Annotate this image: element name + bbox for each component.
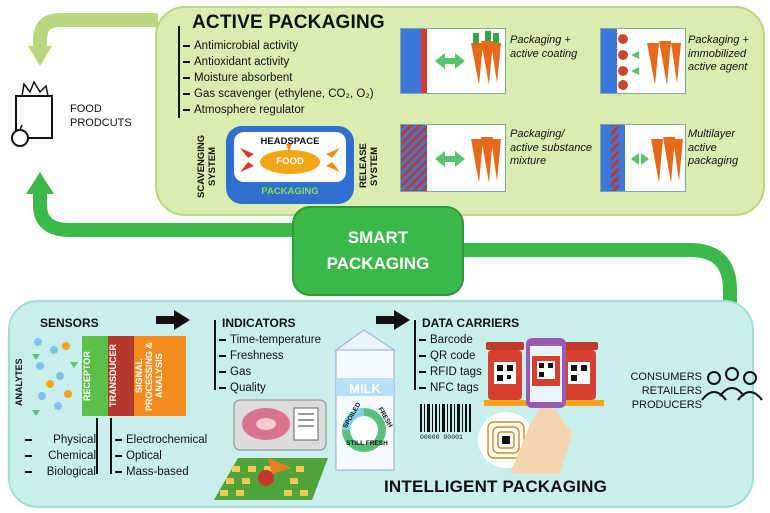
receptor-block bbox=[82, 336, 108, 416]
milk-still-fresh: STILL FRESH bbox=[346, 440, 388, 447]
signal-block bbox=[134, 336, 186, 416]
indicators-title: INDICATORS bbox=[222, 316, 296, 330]
active-coating-thumb bbox=[400, 28, 506, 94]
signal-label: SIGNAL PROCESSING & ANALYSIS bbox=[134, 341, 164, 411]
scavenge-arrows bbox=[240, 144, 340, 172]
arrow-right-icon bbox=[156, 310, 190, 330]
sensor-type: Optical bbox=[115, 448, 218, 464]
smart-packaging-box: SMART PACKAGING bbox=[292, 206, 464, 296]
indicator-item: Gas bbox=[219, 364, 352, 380]
headspace-label: HEADSPACE bbox=[260, 136, 320, 147]
indicator-item: Freshness bbox=[219, 348, 352, 364]
stakeholder-item: PRODUCERS bbox=[631, 399, 702, 411]
jars-phone-icon bbox=[484, 338, 604, 474]
packaging-label: PACKAGING bbox=[261, 186, 319, 197]
data-carriers-title: DATA CARRIERS bbox=[422, 316, 520, 330]
smart-line-1: SMART bbox=[347, 228, 409, 247]
sensors-title: SENSORS bbox=[40, 316, 99, 330]
smart-line-2: PACKAGING bbox=[326, 254, 430, 273]
barcode-icon bbox=[420, 404, 471, 432]
milk-carton-icon bbox=[334, 329, 396, 471]
active-type-label: Packaging + active coating bbox=[510, 34, 578, 60]
food-products: FOOD PRODCUTS bbox=[6, 78, 146, 158]
carrier-item: Barcode bbox=[419, 332, 512, 348]
active-packaging-title: ACTIVE PACKAGING bbox=[192, 12, 385, 33]
analyte-particles bbox=[32, 338, 78, 416]
active-type-label: Multilayer active packaging bbox=[688, 128, 739, 167]
arrow-right-icon bbox=[376, 310, 410, 330]
active-item: Antioxidant activity bbox=[183, 54, 406, 70]
transducer-label: TRANSDUCER bbox=[108, 344, 118, 408]
sensor-type: Electrochemical bbox=[115, 432, 218, 448]
scavenging-label: SCAVENGING SYSTEM bbox=[196, 134, 218, 198]
immobilized-agent-thumb bbox=[600, 28, 686, 94]
carrier-item: NFC tags bbox=[419, 380, 512, 396]
active-type-label: Packaging/ active substance mixture bbox=[510, 128, 592, 167]
people-group-icon bbox=[701, 367, 763, 401]
indicator-item: Quality bbox=[219, 380, 352, 396]
food-ellipse: FOOD bbox=[260, 150, 320, 174]
active-item: Atmosphere regulator bbox=[183, 102, 406, 118]
analytes-label: ANALYTES bbox=[14, 358, 24, 406]
food-label-1: FOOD bbox=[70, 103, 102, 115]
receptor-label: RECEPTOR bbox=[82, 351, 92, 401]
milk-label: MILK bbox=[349, 381, 381, 396]
transducer-block bbox=[108, 336, 134, 416]
food-ellipse-label: FOOD bbox=[276, 156, 304, 167]
intelligent-packaging-title: INTELLIGENT PACKAGING bbox=[384, 477, 607, 496]
stakeholders-list: CONSUMERS RETAILERS PRODUCERS bbox=[612, 370, 702, 412]
sensor-types-right: Electrochemical Optical Mass-based bbox=[115, 432, 218, 480]
release-label: RELEASE SYSTEM bbox=[358, 143, 380, 189]
sensor-types-left: Physical Chemical Biological bbox=[25, 432, 96, 480]
indicators-list: Time-temperature Freshness Gas Quality bbox=[219, 332, 352, 396]
headspace-diagram: HEADSPACE FOOD PACKAGING bbox=[226, 126, 354, 204]
stakeholder-item: RETAILERS bbox=[641, 385, 702, 397]
active-functions-list: Antimicrobial activity Antioxidant activ… bbox=[183, 38, 406, 118]
meat-package-icon bbox=[214, 399, 328, 500]
active-type-label: Packaging + immobilized active agent bbox=[688, 34, 749, 73]
grocery-bag-icon bbox=[11, 80, 53, 147]
indicator-item: Time-temperature bbox=[219, 332, 352, 348]
active-mixture-thumb bbox=[400, 124, 506, 192]
sensor-type: Chemical bbox=[25, 448, 96, 464]
active-item: Moisture absorbent bbox=[183, 70, 406, 86]
sensor-type: Biological bbox=[25, 464, 96, 480]
stakeholder-item: CONSUMERS bbox=[630, 371, 702, 383]
carrier-item: RFID tags bbox=[419, 364, 512, 380]
sensor-type: Physical bbox=[25, 432, 96, 448]
barcode-number: 00000 00001 bbox=[420, 434, 463, 441]
active-item: Gas scavenger (ethylene, CO₂, O₂) bbox=[183, 86, 406, 102]
data-carriers-list: Barcode QR code RFID tags NFC tags bbox=[419, 332, 512, 396]
multilayer-thumb bbox=[600, 124, 686, 192]
food-label-2: PRODCUTS bbox=[70, 117, 132, 129]
sensor-type: Mass-based bbox=[115, 464, 218, 480]
active-item: Antimicrobial activity bbox=[183, 38, 406, 54]
carrier-item: QR code bbox=[419, 348, 512, 364]
